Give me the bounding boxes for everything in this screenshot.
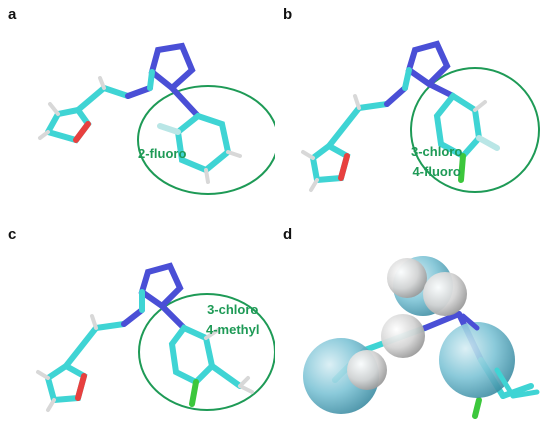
molecule-structure-a	[38, 42, 275, 195]
molecule-structure-c	[36, 262, 275, 412]
highlight-ellipse	[410, 67, 540, 193]
annotation-line-1: 2-fluoro	[138, 146, 187, 161]
sphere-hydrogen-b	[423, 272, 467, 316]
annotation-line-2: 4-fluoro	[412, 164, 461, 179]
annotation-line-2: 4-methyl	[206, 322, 260, 337]
hydrogen-atoms	[36, 314, 254, 412]
panel-c: c 3-chloro 4-methyl	[0, 220, 275, 440]
sphere-hydrogen-c	[381, 314, 425, 358]
furan-ring	[44, 362, 88, 403]
pyrazole-ring	[147, 42, 196, 92]
linker-chain	[63, 307, 145, 369]
furan-ring	[45, 106, 92, 144]
annotation-line-1: 3-chloro	[411, 144, 463, 159]
highlight-ellipse	[138, 293, 275, 411]
substituent-annotation-a: 2-fluoro	[138, 144, 186, 164]
hydrogen-atoms	[301, 94, 487, 192]
sphere-hydrogen-d	[347, 350, 387, 390]
sphere-phenyl	[439, 322, 515, 398]
molecule-sticks-front	[460, 313, 540, 399]
molecule-spacefill-d	[303, 256, 540, 419]
sphere-hydrogen-a	[387, 258, 427, 298]
panel-d: d	[275, 220, 550, 440]
highlight-ellipse	[137, 85, 275, 195]
linker-chain	[75, 85, 153, 113]
panel-label-d: d	[283, 226, 293, 243]
panel-label-b: b	[283, 6, 293, 23]
annotation-line-1: 3-chloro	[207, 302, 259, 317]
panel-b: b 3-chloro 4-fluoro	[275, 0, 550, 220]
panel-label-a: a	[8, 6, 17, 23]
panel-a: a 2-fluoro	[0, 0, 275, 220]
hydrogen-atoms	[38, 76, 242, 184]
substituent-annotation-c: 3-chloro 4-methyl	[206, 300, 259, 340]
furan-ring	[309, 142, 351, 183]
substituent-annotation-b: 3-chloro 4-fluoro	[411, 142, 462, 182]
linker-chain	[326, 85, 408, 149]
pyrazole-ring	[138, 262, 184, 313]
panel-label-c: c	[8, 226, 17, 243]
molecule-structure-b	[301, 40, 540, 193]
pyrazole-ring	[402, 40, 451, 91]
